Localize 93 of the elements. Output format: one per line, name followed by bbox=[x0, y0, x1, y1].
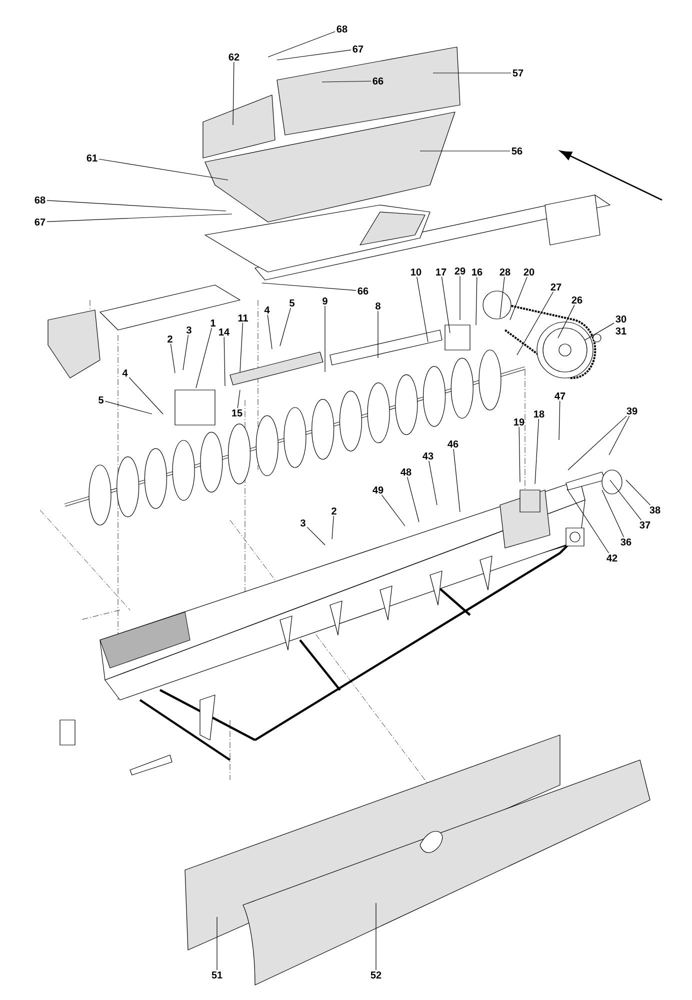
callout-number: 28 bbox=[500, 268, 510, 276]
leader-line bbox=[280, 308, 291, 346]
callout-number: 43 bbox=[422, 452, 434, 460]
leader-line bbox=[128, 377, 164, 414]
callout-number: 42 bbox=[606, 554, 618, 562]
leader-line bbox=[558, 304, 575, 338]
callout-number: 51 bbox=[212, 972, 222, 978]
leader-line bbox=[182, 334, 189, 370]
callout-number: 2 bbox=[332, 508, 336, 514]
leader-line bbox=[534, 418, 540, 484]
callout-number: 10 bbox=[411, 268, 422, 276]
callout-number: 62 bbox=[228, 53, 240, 61]
callout-number: 66 bbox=[358, 287, 368, 295]
leader-line bbox=[602, 490, 624, 538]
leader-line bbox=[322, 80, 372, 82]
callout-number: 48 bbox=[400, 468, 412, 476]
leader-line bbox=[566, 488, 610, 554]
leader-line bbox=[432, 72, 512, 74]
callout-number: 5 bbox=[98, 396, 104, 404]
callout-number: 31 bbox=[616, 327, 626, 335]
callout-number: 26 bbox=[572, 296, 582, 304]
leader-line bbox=[267, 314, 272, 350]
callout-number: 17 bbox=[436, 268, 446, 276]
callout-number: 14 bbox=[219, 328, 230, 336]
callout-number: 19 bbox=[514, 418, 524, 426]
callout-number: 68 bbox=[336, 25, 348, 33]
leader-line bbox=[262, 282, 356, 291]
leader-line bbox=[610, 480, 642, 520]
leader-line bbox=[306, 526, 326, 546]
leader-line bbox=[416, 276, 428, 342]
leader-line bbox=[170, 344, 176, 374]
leader-line bbox=[453, 448, 460, 512]
callout-number: 4 bbox=[264, 306, 270, 314]
leader-line bbox=[428, 460, 438, 506]
leader-line bbox=[46, 200, 226, 212]
leader-line bbox=[276, 50, 352, 60]
leader-line bbox=[584, 322, 614, 340]
leader-line bbox=[476, 276, 478, 326]
callout-number: 46 bbox=[448, 440, 458, 448]
callout-number: 9 bbox=[322, 297, 328, 305]
leader-line bbox=[518, 426, 520, 482]
callout-number: 47 bbox=[554, 392, 566, 400]
leader-line bbox=[420, 150, 510, 152]
leader-line bbox=[558, 400, 560, 440]
callout-number: 20 bbox=[524, 268, 534, 276]
leader-line bbox=[46, 214, 232, 222]
leader-line bbox=[237, 390, 240, 408]
callout-number: 18 bbox=[534, 410, 544, 418]
callout-number: 37 bbox=[640, 521, 650, 529]
leader-line bbox=[332, 516, 334, 540]
leader-line bbox=[240, 322, 244, 372]
leader-line bbox=[324, 306, 326, 372]
callout-number: 66 bbox=[372, 77, 384, 85]
callout-number: 27 bbox=[550, 284, 562, 290]
leader-line bbox=[510, 276, 528, 320]
leader-line bbox=[196, 328, 212, 388]
callout-number: 29 bbox=[454, 267, 466, 275]
callout-number: 39 bbox=[626, 407, 638, 415]
callout-number: 36 bbox=[620, 538, 632, 546]
callout-number: 3 bbox=[300, 519, 306, 527]
callout-number: 16 bbox=[472, 268, 482, 276]
callout-number: 61 bbox=[86, 154, 98, 162]
callout-number: 38 bbox=[650, 506, 660, 514]
leader-line bbox=[626, 480, 651, 506]
leader-line bbox=[381, 494, 406, 526]
leader-line bbox=[608, 416, 630, 456]
leader-line bbox=[104, 400, 152, 414]
callout-number: 5 bbox=[290, 300, 294, 306]
callout-number: 2 bbox=[168, 336, 172, 342]
callout-number: 67 bbox=[352, 45, 364, 53]
callout-number: 11 bbox=[238, 314, 248, 322]
callout-number: 3 bbox=[186, 326, 192, 334]
callout-number: 1 bbox=[210, 320, 216, 326]
leader-line bbox=[98, 158, 228, 180]
callout-number: 68 bbox=[34, 196, 46, 204]
leader-line bbox=[500, 276, 505, 318]
leader-line bbox=[268, 31, 336, 58]
leader-line bbox=[441, 276, 450, 334]
callout-number: 49 bbox=[372, 486, 384, 494]
leader-line bbox=[568, 416, 627, 470]
callout-number: 57 bbox=[512, 70, 524, 76]
callout-number: 52 bbox=[370, 971, 382, 979]
leader-line bbox=[406, 476, 420, 522]
callout-number: 8 bbox=[376, 302, 380, 310]
callout-number: 56 bbox=[512, 147, 522, 155]
callout-number: 30 bbox=[616, 315, 626, 323]
callout-number: 67 bbox=[34, 218, 46, 226]
callout-number: 4 bbox=[122, 370, 128, 376]
callout-number: 15 bbox=[232, 410, 242, 416]
leader-line bbox=[216, 916, 218, 970]
leader-line bbox=[232, 62, 234, 126]
leader-line bbox=[224, 336, 226, 386]
leader-line bbox=[516, 292, 554, 356]
